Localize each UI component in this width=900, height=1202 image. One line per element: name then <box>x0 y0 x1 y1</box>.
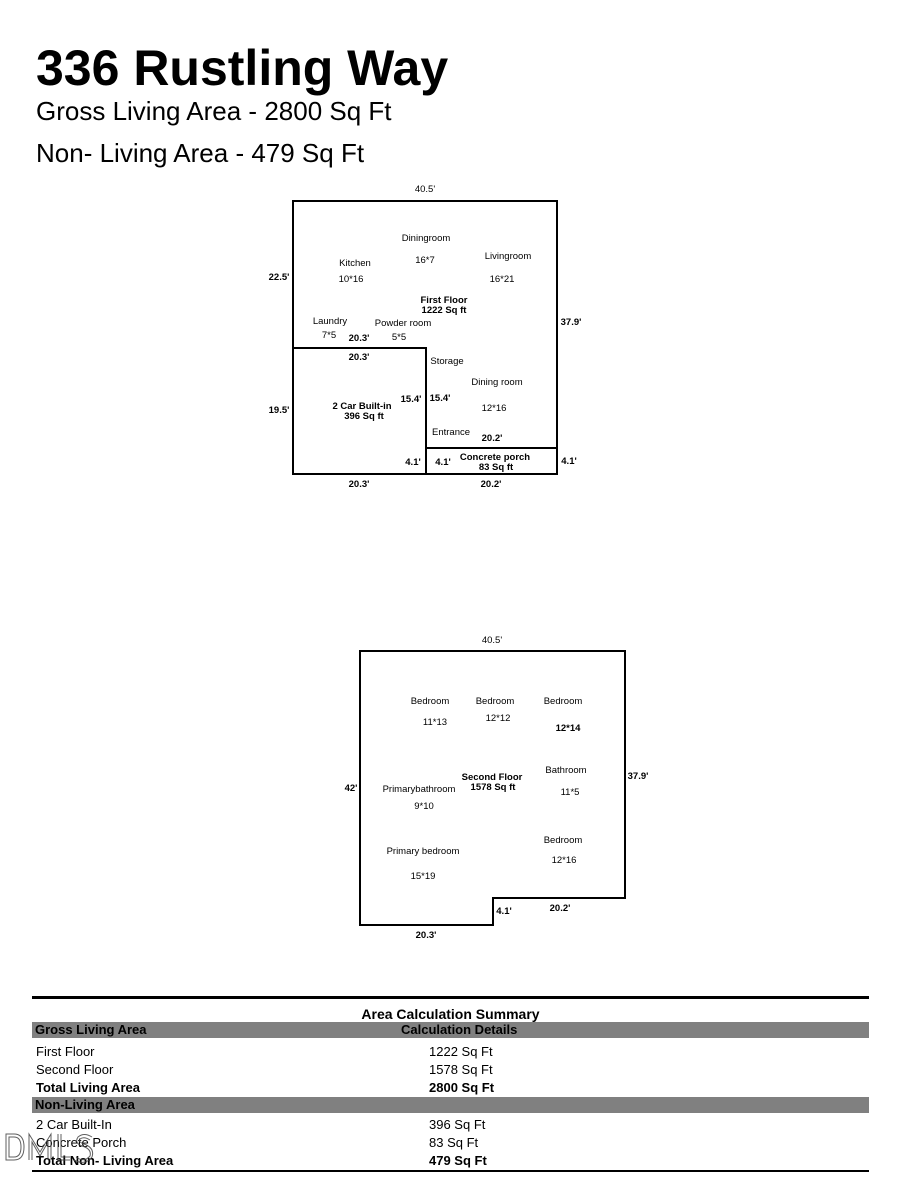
room-bathroom-size: 11*5 <box>561 787 580 798</box>
non-living-header: Non-Living Area <box>35 1097 135 1112</box>
first-floor-walls <box>292 200 558 475</box>
second-floor-outline <box>359 650 626 926</box>
first-floor-area: 1222 Sq ft <box>422 305 468 316</box>
room-bedroom-3: Bedroom <box>544 696 583 707</box>
room-bedroom-4: Bedroom <box>544 835 583 846</box>
non-living-area-line: Non- Living Area - 479 Sq Ft <box>36 138 365 168</box>
non-living-header-bar: Non-Living Area <box>32 1097 869 1113</box>
gross-living-area-line: Gross Living Area - 2800 Sq Ft <box>36 96 392 126</box>
garage-label: 2 Car Built-in <box>332 401 391 412</box>
summary-title: Area Calculation Summary <box>361 1006 540 1022</box>
room-primary-bedroom-size: 15*19 <box>411 871 436 882</box>
room-primary-bathroom-size: 9*10 <box>414 801 434 812</box>
total-living-row: Total Living Area 2800 Sq Ft <box>32 1079 869 1097</box>
garage-walls <box>293 347 427 474</box>
dim-left-lower: 19.5' <box>269 405 290 416</box>
room-bedroom-2: Bedroom <box>476 696 515 707</box>
dim-left-upper: 22.5' <box>269 272 290 283</box>
dim2-bottom-right: 20.2' <box>550 903 571 914</box>
room-diningroom-size: 16*7 <box>415 255 435 266</box>
dim2-top: 40.5' <box>482 635 502 646</box>
dim-mid-under: 20.3' <box>349 352 370 363</box>
page-title: 336 Rustling Way <box>36 40 449 96</box>
room-livingroom-size: 16*21 <box>490 274 515 285</box>
summary-top-rule <box>32 996 869 999</box>
dim-right: 37.9' <box>561 317 582 328</box>
garage-area: 396 Sq ft <box>344 411 384 422</box>
row-label: Total Living Area <box>36 1080 141 1095</box>
dim-entrance-bottom: 20.2' <box>482 433 503 444</box>
porch-area: 83 Sq ft <box>479 462 514 473</box>
room-primary-bathroom: Primarybathroom <box>383 784 456 795</box>
dim2-bottom-left: 20.3' <box>416 930 437 941</box>
row-label: First Floor <box>36 1044 95 1059</box>
gross-living-header-bar: Gross Living Area Calculation Details <box>32 1022 869 1038</box>
dim-top: 40.5' <box>415 184 435 195</box>
room-dining2-size: 12*16 <box>482 403 507 414</box>
summary-bottom-rule <box>32 1170 869 1172</box>
room-bedroom-4-size: 12*16 <box>552 855 577 866</box>
table-row: Concrete Porch 83 Sq Ft <box>32 1134 869 1152</box>
row-value: 396 Sq Ft <box>429 1117 486 1132</box>
room-powder-size: 5*5 <box>392 332 406 343</box>
room-primary-bedroom: Primary bedroom <box>387 846 460 857</box>
dim2-right: 37.9' <box>628 771 649 782</box>
room-bedroom-1: Bedroom <box>411 696 450 707</box>
room-powder: Powder room <box>375 318 432 329</box>
gross-living-header: Gross Living Area <box>35 1022 147 1037</box>
room-livingroom: Livingroom <box>485 251 532 262</box>
row-value: 1578 Sq Ft <box>429 1062 493 1077</box>
first-floor-plan: 40.5' 22.5' 37.9' 20.3' 20.3' 19.5' 15.4… <box>269 184 582 490</box>
table-row: First Floor 1222 Sq Ft <box>32 1043 869 1061</box>
room-bedroom-3-size: 12*14 <box>556 723 582 734</box>
dim-bottom-left: 20.3' <box>349 479 370 490</box>
second-floor-label: Second Floor <box>462 772 523 783</box>
dim-porch-right: 4.1' <box>561 456 576 467</box>
room-diningroom: Diningroom <box>402 233 451 244</box>
room-laundry-size: 7*5 <box>322 330 336 341</box>
dim-porch-left-a: 4.1' <box>405 457 420 468</box>
porch-label: Concrete porch <box>460 452 530 463</box>
room-entrance: Entrance <box>432 427 470 438</box>
total-non-living-row: Total Non- Living Area 479 Sq Ft <box>32 1152 869 1170</box>
room-storage: Storage <box>430 356 463 367</box>
row-label: Second Floor <box>36 1062 114 1077</box>
dim-bottom-right: 20.2' <box>481 479 502 490</box>
first-floor-label: First Floor <box>421 295 468 306</box>
dim2-left: 42' <box>345 783 358 794</box>
page-header: 336 Rustling Way Gross Living Area - 280… <box>36 38 448 168</box>
row-value: 1222 Sq Ft <box>429 1044 493 1059</box>
dim2-notch: 4.1' <box>496 906 511 917</box>
second-floor-plan: 40.5' 42' 37.9' 4.1' 20.2' 20.3' Bedroom… <box>345 635 649 941</box>
table-row: 2 Car Built-In 396 Sq Ft <box>32 1116 869 1134</box>
room-bathroom: Bathroom <box>545 765 586 776</box>
room-dining2: Dining room <box>471 377 522 388</box>
row-value: 83 Sq Ft <box>429 1135 479 1150</box>
dim-garage-right: 15.4' <box>401 394 422 405</box>
room-kitchen: Kitchen <box>339 258 371 269</box>
dim-porch-left-b: 4.1' <box>435 457 450 468</box>
row-value: 2800 Sq Ft <box>429 1080 495 1095</box>
calculation-details-header: Calculation Details <box>401 1022 518 1037</box>
room-laundry: Laundry <box>313 316 348 327</box>
room-kitchen-size: 10*16 <box>339 274 364 285</box>
area-summary: Area Calculation Summary Gross Living Ar… <box>32 996 869 1172</box>
row-label: 2 Car Built-In <box>36 1117 112 1132</box>
dim-storage-left: 15.4' <box>430 393 451 404</box>
second-floor-area: 1578 Sq ft <box>471 782 517 793</box>
row-value: 479 Sq Ft <box>429 1153 487 1168</box>
table-row: Second Floor 1578 Sq Ft <box>32 1061 869 1079</box>
room-bedroom-2-size: 12*12 <box>486 713 511 724</box>
dim-mid-left: 20.3' <box>349 333 370 344</box>
mls-watermark-logo <box>5 1132 94 1163</box>
row-label: Total Non- Living Area <box>36 1153 174 1168</box>
room-bedroom-1-size: 11*13 <box>423 717 447 728</box>
